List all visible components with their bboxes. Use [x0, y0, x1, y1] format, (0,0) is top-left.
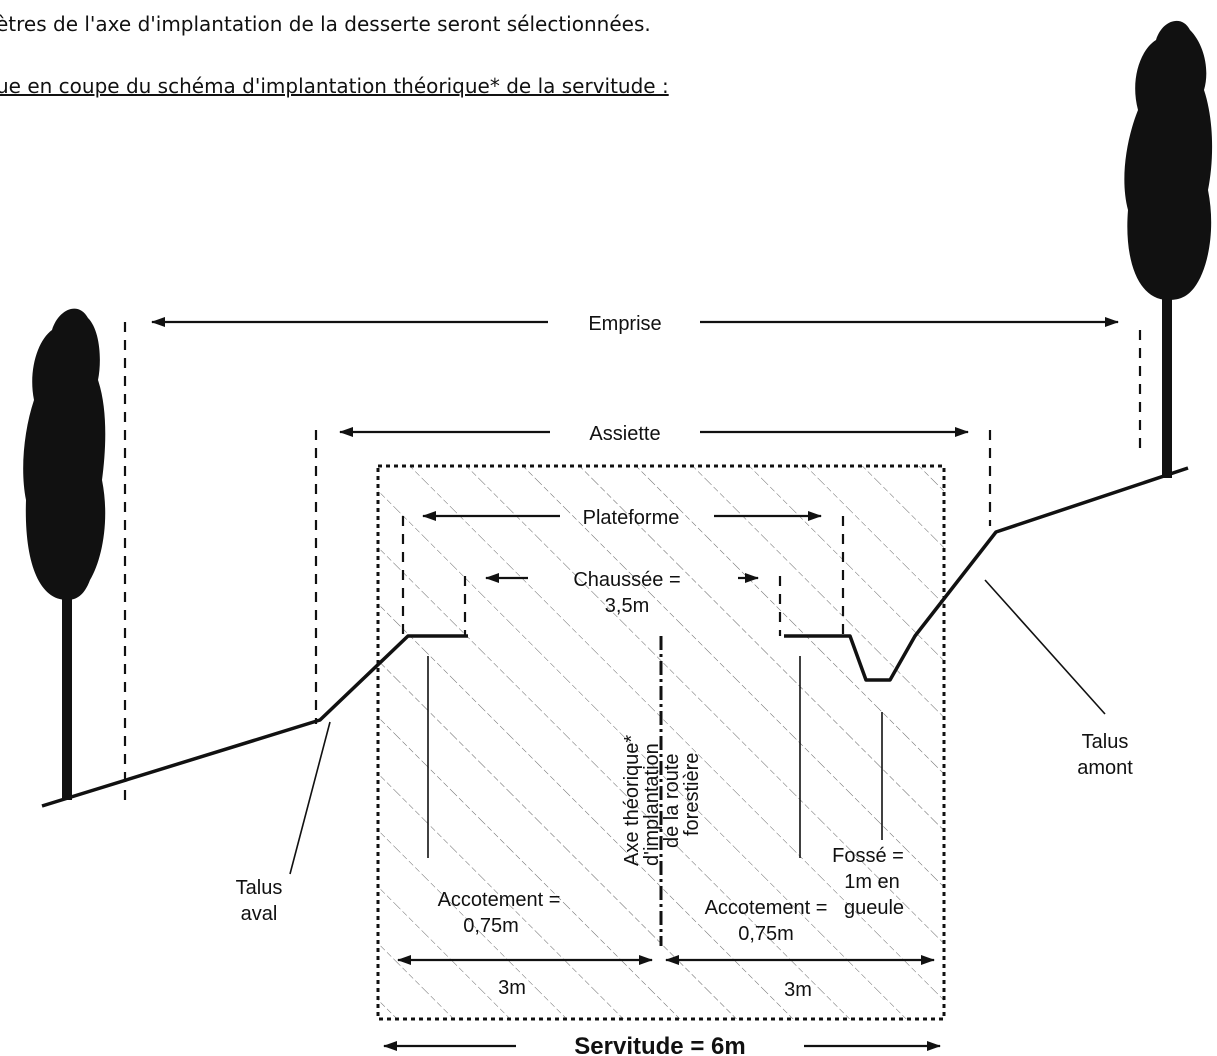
plateforme-label: Plateforme — [583, 507, 680, 529]
three-m-left-label: 3m — [498, 977, 526, 999]
axe-label-line3: de la route — [661, 753, 683, 848]
accotement-left-label-line1: Accotement = — [438, 889, 561, 911]
tree-left-icon — [23, 308, 106, 800]
section-heading: ue en coupe du schéma d'implantation thé… — [0, 74, 669, 98]
talus-amont-label-line2: amont — [1077, 757, 1133, 779]
axe-label-line2: d'implantation — [641, 743, 663, 866]
chaussee-label-line1: Chaussée = — [573, 569, 680, 591]
assiette-label: Assiette — [589, 423, 660, 445]
axe-label-line4: forestière — [681, 753, 703, 836]
leader-lines — [289, 579, 1106, 875]
talus-amont-label-line1: Talus — [1082, 731, 1129, 753]
dimension-arrows — [151, 317, 1119, 1051]
talus-aval-label-line2: aval — [241, 903, 278, 925]
axe-label-line1: Axe théorique* — [621, 735, 643, 866]
tree-right-icon — [1124, 20, 1213, 478]
fosse-label-line1: Fossé = — [832, 845, 904, 867]
fosse-label-line3: gueule — [844, 897, 904, 919]
three-m-right-label: 3m — [784, 979, 812, 1001]
servitude-label: Servitude = 6m — [574, 1033, 745, 1056]
emprise-label: Emprise — [588, 313, 661, 335]
reference-dashes — [123, 322, 1142, 802]
accotement-right-label-line1: Accotement = — [705, 897, 828, 919]
fosse-label-line2: 1m en — [844, 871, 900, 893]
accotement-right-label-line2: 0,75m — [738, 923, 794, 945]
ground-profile — [41, 466, 1189, 808]
chaussee-label-line2: 3,5m — [605, 595, 649, 617]
talus-aval-label-line1: Talus — [236, 877, 283, 899]
intro-text-line: ètres de l'axe d'implantation de la dess… — [0, 12, 651, 36]
accotement-left-label-line2: 0,75m — [463, 915, 519, 937]
